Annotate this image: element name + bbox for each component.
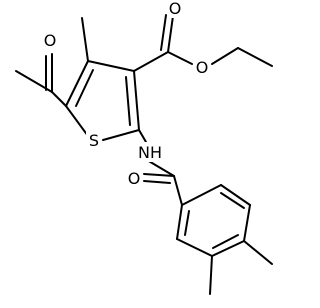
bond-benz-3-4 [243, 204, 251, 242]
bond-acetyl-to-ring [51, 91, 67, 107]
amide-nitrogen-label-bg [136, 142, 164, 162]
bond-benz-methyl-meta [209, 255, 213, 295]
bond-amide-carbonyl-b [143, 180, 171, 184]
atom-label-layer: O S O O NH O [42, 0, 210, 188]
bond-benz-4-5-b [212, 234, 239, 249]
bond-ester-carbonyl-b [160, 14, 167, 51]
acetyl-oxygen-label: O [44, 31, 57, 50]
bond-benz-4-5-a [211, 240, 245, 257]
bond-ring-c5-c4-a [65, 60, 89, 107]
ester-carbonyl-oxygen-label: O [169, 0, 182, 18]
bond-ether-o-to-ch2 [211, 47, 239, 65]
bond-layer [15, 14, 273, 295]
bond-ethyl-ch2-ch3 [237, 47, 273, 67]
bond-ring-c3-c2-a [133, 70, 140, 131]
bond-ring-methyl [81, 17, 89, 62]
bond-benz-2-3-b [220, 192, 245, 209]
acetyl-oxygen-label-bg [42, 30, 58, 50]
ring-sulfur-label-bg [86, 130, 102, 150]
bond-ester-to-ether-o [167, 51, 193, 65]
bond-amide-to-benzene [173, 175, 183, 206]
bond-ring-to-nh [138, 129, 147, 143]
bond-benz-6-1-b [184, 210, 190, 236]
structure-diagram: O S O O NH O [15, 0, 273, 295]
bond-ring-c2-s [102, 129, 140, 141]
ring-sulfur-label: S [89, 131, 99, 150]
bond-benz-methyl-para [243, 240, 273, 265]
bond-ring-c4-c3 [87, 60, 135, 72]
bond-nh-to-carbonyl [146, 159, 175, 177]
amide-oxygen-label: O [128, 169, 141, 188]
bond-ester-carbonyl-a [167, 15, 174, 53]
bond-benz-2-3-a [220, 184, 251, 206]
bond-ring-s-c5 [65, 105, 89, 137]
bond-ring-to-ester [133, 51, 169, 72]
bond-ring-c3-c2-b [125, 76, 131, 126]
ester-ether-oxygen-label: O [196, 58, 209, 77]
bond-benz-6-1-a [176, 204, 183, 240]
molecule-drawing: O S O O NH O [15, 0, 273, 295]
ester-ether-oxygen-label-bg [194, 57, 210, 77]
ester-carbonyl-oxygen-label-bg [167, 0, 183, 18]
bond-ring-c5-c4-b [75, 69, 94, 107]
amide-oxygen-label-bg [126, 168, 142, 188]
bond-benz-1-2 [181, 184, 222, 206]
bond-benz-5-6 [176, 238, 213, 257]
amide-nitrogen-label: NH [138, 143, 162, 162]
bond-amide-carbonyl-a [143, 173, 175, 177]
